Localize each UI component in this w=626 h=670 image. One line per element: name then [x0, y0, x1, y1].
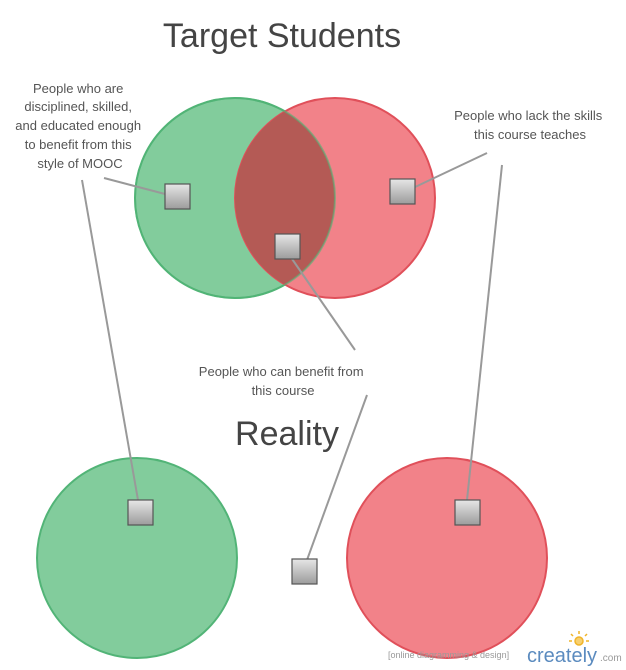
bulb-icon	[569, 631, 589, 646]
connector-benefit-top	[289, 255, 356, 351]
label-benefit: People who can benefit from this course	[199, 364, 367, 398]
connector-lack-top	[412, 152, 488, 189]
node-skilled-bottom[interactable]	[127, 499, 154, 526]
venn-overlap-outline	[134, 97, 336, 299]
node-skilled-top[interactable]	[164, 183, 191, 210]
node-benefit-bottom[interactable]	[291, 558, 318, 585]
reality-circle-lack-skills	[346, 457, 548, 659]
watermark-brand: creately	[527, 645, 597, 667]
diagram-title: Target Students	[163, 17, 401, 55]
connector-lack-bottom	[466, 164, 503, 501]
reality-heading: Reality	[235, 415, 339, 453]
node-lack-top[interactable]	[389, 178, 416, 205]
connector-skilled-top	[103, 177, 166, 195]
reality-circle-skilled	[36, 457, 238, 659]
connector-skilled-bottom	[81, 179, 139, 501]
connector-benefit-bottom	[306, 394, 368, 561]
creately-watermark: [online diagramming & design] creately .…	[388, 631, 622, 667]
node-benefit-top[interactable]	[274, 233, 301, 260]
label-skilled: People who are disciplined, skilled, and…	[15, 81, 144, 171]
connector-nodes	[127, 178, 481, 585]
connectors	[81, 152, 503, 561]
node-lack-bottom[interactable]	[454, 499, 481, 526]
watermark-note: [online diagramming & design]	[388, 650, 509, 660]
watermark-suffix: .com	[600, 653, 622, 664]
label-lack-skills: People who lack the skills this course t…	[454, 108, 606, 142]
